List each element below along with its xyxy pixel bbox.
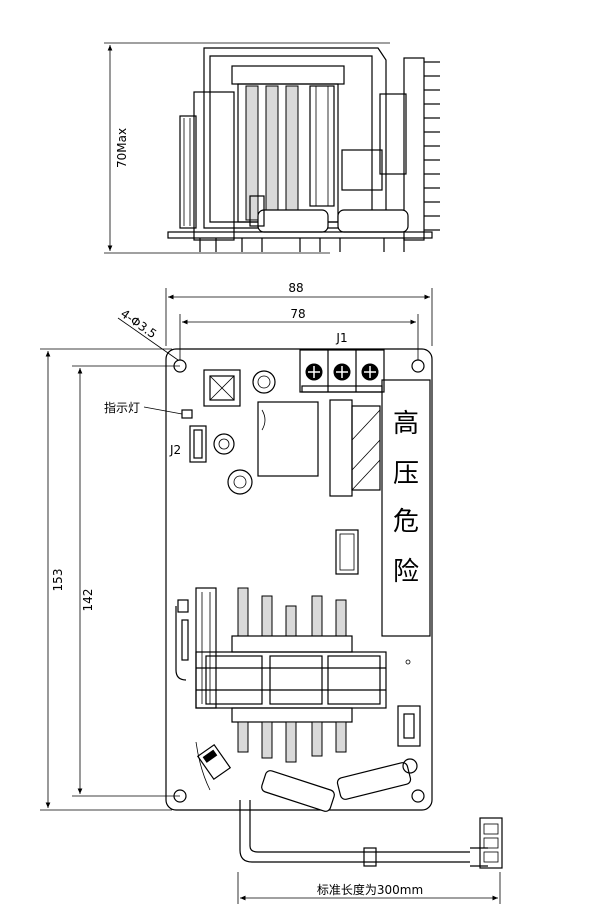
cable-length-label: 标准长度为300mm	[317, 882, 423, 897]
height-dim-label: 70Max	[115, 128, 129, 168]
j1-terminal-block	[299, 349, 385, 393]
indicator-light	[181, 409, 193, 419]
warning-char-4: 险	[393, 557, 419, 587]
heatsink-fins	[424, 61, 440, 231]
transformer	[177, 587, 387, 763]
high-voltage-warning-label	[381, 379, 431, 637]
pcb-top-view: J1 指示灯 J2	[104, 331, 433, 812]
hole-spacing-y-label: 142	[81, 589, 95, 612]
cable-connector	[479, 817, 503, 869]
j2-label: J2	[169, 443, 181, 457]
indicator-light-label: 指示灯	[104, 400, 140, 415]
mounting-hole	[411, 359, 425, 373]
mounting-hole	[411, 789, 425, 803]
board-height-label: 153	[51, 569, 65, 592]
warning-char-3: 危	[393, 507, 419, 537]
mounting-hole	[173, 789, 187, 803]
side-view: 70Max	[104, 42, 440, 254]
board-width-label: 88	[288, 281, 303, 295]
hole-spacing-x-label: 78	[290, 307, 305, 321]
warning-char-1: 高	[393, 409, 419, 439]
j2-connector	[189, 425, 207, 463]
mounting-hole	[173, 359, 187, 373]
mounting-hole-label: 4-Φ3.5	[118, 307, 159, 342]
top-view-dimensions: 88 78 4-Φ3.5 153 142	[40, 281, 433, 811]
output-cable: 标准长度为300mm	[237, 800, 503, 904]
warning-char-2: 压	[393, 459, 419, 489]
j1-label: J1	[335, 331, 347, 345]
